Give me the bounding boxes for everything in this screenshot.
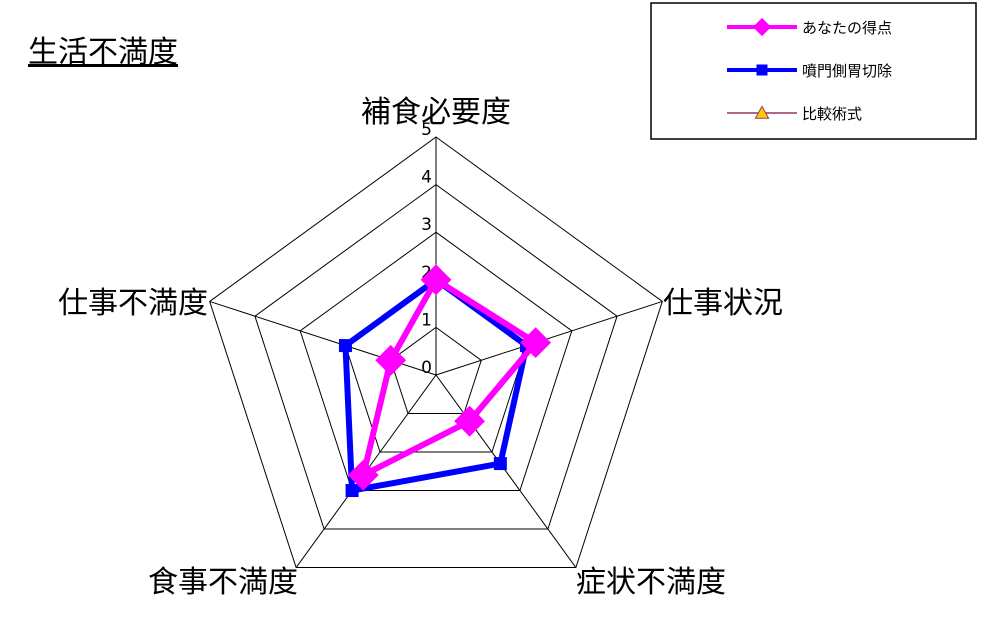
legend-box (650, 2, 977, 140)
legend-label: 噴門側胃切除 (802, 62, 892, 80)
tick-label: 3 (421, 215, 432, 235)
legend-item: 噴門側胃切除 (727, 62, 892, 80)
axis-spokes (209, 137, 663, 568)
legend-item: 比較術式 (727, 105, 862, 123)
series-line (360, 276, 539, 479)
chart-title: 生活不満度 (28, 35, 178, 70)
tick-label: 2 (421, 263, 432, 283)
series-line (342, 276, 530, 494)
tick-label: 1 (421, 310, 432, 330)
series-0 (347, 264, 551, 491)
legend-marker (756, 64, 768, 76)
series (338, 264, 551, 498)
legend-label: あなたの得点 (802, 19, 892, 37)
axis-label: 仕事状況 (663, 286, 783, 321)
axis-label: 補食必要度 (361, 95, 511, 130)
data-point (420, 264, 452, 296)
data-point (345, 484, 359, 498)
legend-marker (752, 17, 772, 37)
tick-labels: 0 1 2 3 4 5 (421, 120, 432, 378)
data-point (520, 327, 551, 359)
tick-label: 0 (421, 358, 432, 378)
legend-item: あなたの得点 (727, 17, 892, 37)
tick-label: 5 (421, 120, 432, 140)
data-point (347, 459, 379, 491)
data-point (375, 344, 407, 376)
grid-ring-4 (254, 183, 618, 530)
data-point (493, 457, 507, 471)
legend-label: 比較術式 (802, 105, 862, 123)
legend-marker (754, 105, 770, 119)
data-point (454, 405, 485, 437)
axis-label: 仕事不満度 (58, 286, 208, 321)
grid-ring-3 (299, 231, 573, 492)
tick-label: 4 (421, 168, 432, 188)
axis-spoke-1 (435, 300, 663, 376)
axis-label: 食事不満度 (148, 565, 298, 600)
axis-label: 症状不満度 (576, 565, 726, 600)
grid-ring-5 (209, 136, 663, 569)
data-point (338, 339, 352, 353)
axis-spoke-2 (435, 374, 577, 568)
